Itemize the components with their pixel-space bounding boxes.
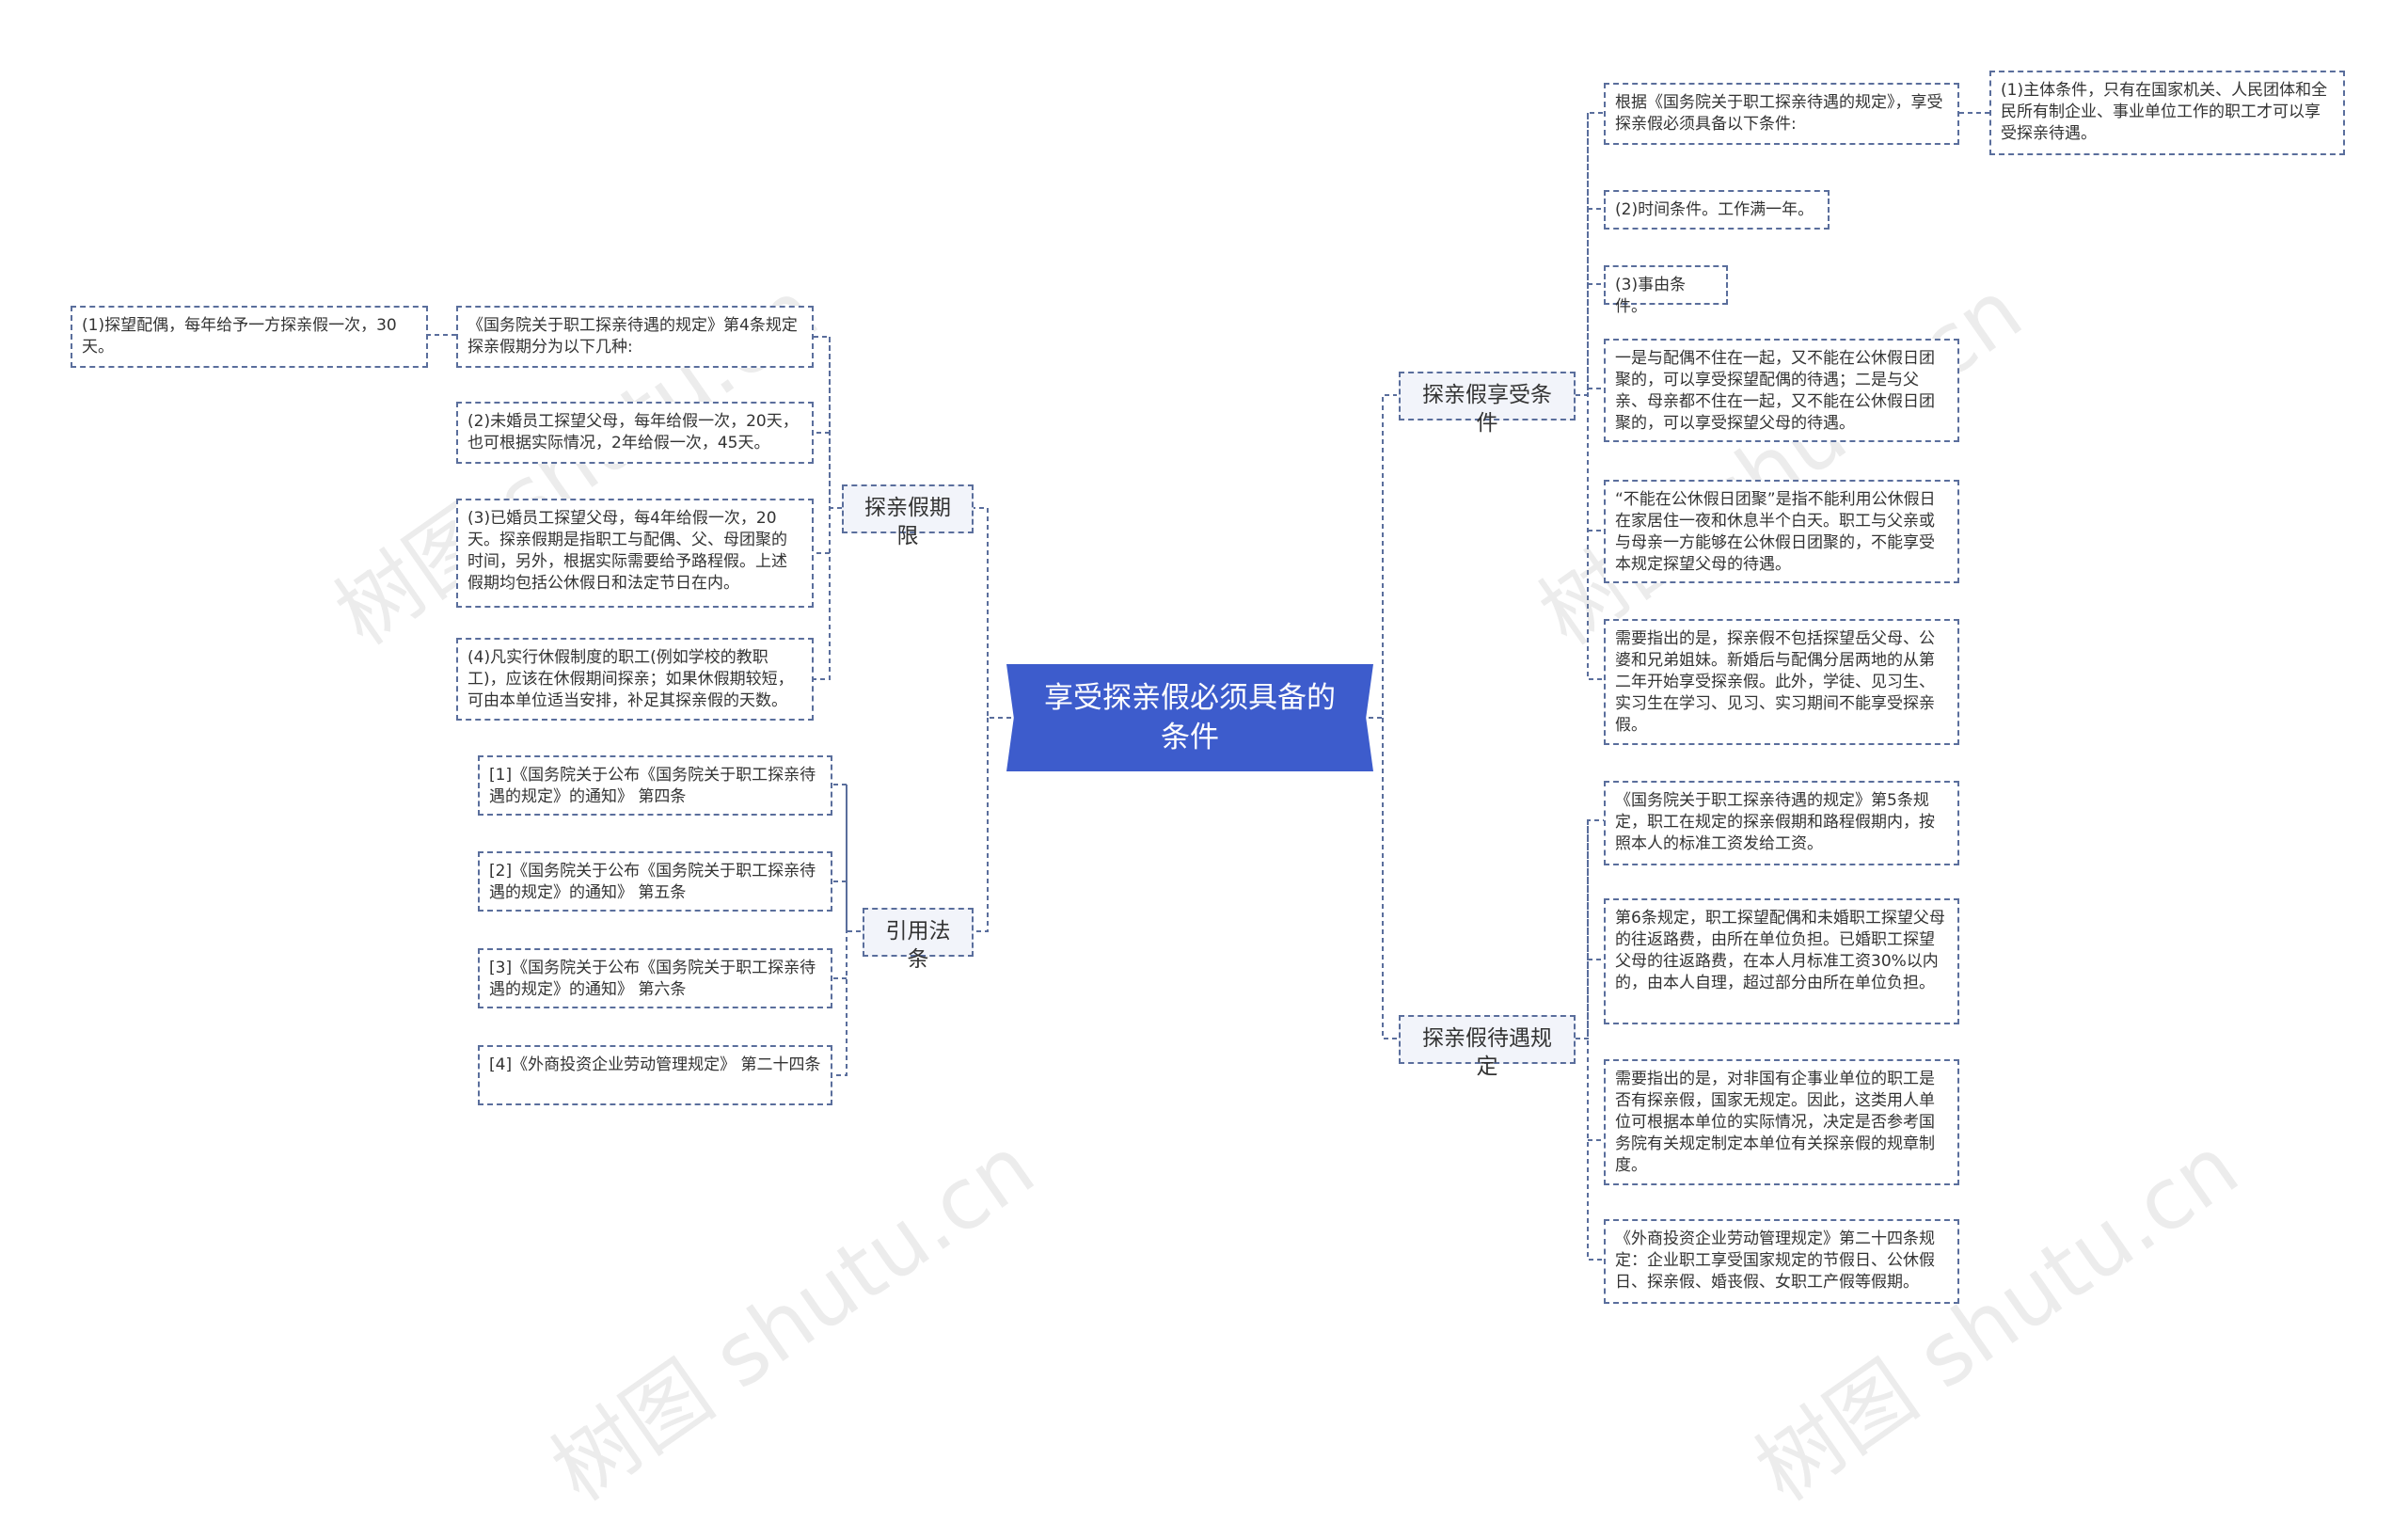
conditions-intro[interactable]: 根据《国务院关于职工探亲待遇的规定》，享受探亲假必须具备以下条件:	[1604, 83, 1959, 145]
conditions-reason[interactable]: (3)事由条件。	[1604, 265, 1728, 316]
branch-laws[interactable]: 引用法条	[863, 908, 974, 972]
period-married[interactable]: (3)已婚员工探望父母，每4年给假一次，20天。探亲假期是指职工与配偶、父、母团…	[456, 499, 814, 608]
mind-map-canvas: 树图 shutu.cn 树图 shutu.cn 树图 shutu.cn 树图 s…	[71, 71, 2345, 1520]
law-reference-3[interactable]: [3]《国务院关于公布《国务院关于职工探亲待遇的规定》的通知》 第六条	[478, 948, 832, 1008]
branch-treatment[interactable]: 探亲假待遇规定	[1399, 1015, 1576, 1079]
period-vacation[interactable]: (4)凡实行休假制度的职工(例如学校的教职工)，应该在休假期间探亲；如果休假期较…	[456, 638, 814, 721]
treatment-article-5[interactable]: 《国务院关于职工探亲待遇的规定》第5条规定，职工在规定的探亲假期和路程假期内，按…	[1604, 781, 1959, 865]
law-reference-4[interactable]: [4]《外商投资企业劳动管理规定》 第二十四条	[478, 1045, 832, 1105]
period-intro[interactable]: 《国务院关于职工探亲待遇的规定》第4条规定探亲假期分为以下几种:	[456, 306, 814, 368]
law-reference-2[interactable]: [2]《国务院关于公布《国务院关于职工探亲待遇的规定》的通知》 第五条	[478, 851, 832, 912]
treatment-non-state[interactable]: 需要指出的是，对非国有企事业单位的职工是否有探亲假，国家无规定。因此，这类用人单…	[1604, 1059, 1959, 1185]
root-title: 享受探亲假必须具备的条件	[1044, 681, 1336, 754]
root-topic[interactable]: 享受探亲假必须具备的条件	[1006, 664, 1373, 771]
treatment-foreign[interactable]: 《外商投资企业劳动管理规定》第二十四条规定：企业职工享受国家规定的节假日、公休假…	[1604, 1219, 1959, 1304]
conditions-note[interactable]: 需要指出的是，探亲假不包括探望岳父母、公婆和兄弟姐妹。新婚后与配偶分居两地的从第…	[1604, 619, 1959, 745]
law-reference-1[interactable]: [1]《国务院关于公布《国务院关于职工探亲待遇的规定》的通知》 第四条	[478, 755, 832, 816]
conditions-reason-detail[interactable]: 一是与配偶不住在一起，又不能在公休假日团聚的，可以享受探望配偶的待遇；二是与父亲…	[1604, 339, 1959, 442]
conditions-time[interactable]: (2)时间条件。工作满一年。	[1604, 190, 1830, 230]
branch-period[interactable]: 探亲假期限	[842, 484, 974, 548]
period-unmarried[interactable]: (2)未婚员工探望父母，每年给假一次，20天，也可根据实际情况，2年给假一次，4…	[456, 402, 814, 464]
conditions-subject[interactable]: (1)主体条件，只有在国家机关、人民团体和全民所有制企业、事业单位工作的职工才可…	[1989, 71, 2345, 155]
period-spouse[interactable]: (1)探望配偶，每年给予一方探亲假一次，30天。	[71, 306, 428, 368]
conditions-cannot-reunite[interactable]: “不能在公休假日团聚”是指不能利用公休假日在家居住一夜和休息半个白天。职工与父亲…	[1604, 480, 1959, 583]
branch-conditions[interactable]: 探亲假享受条件	[1399, 372, 1576, 436]
treatment-article-6[interactable]: 第6条规定，职工探望配偶和未婚职工探望父母的往返路费，由所在单位负担。已婚职工探…	[1604, 898, 1959, 1024]
connector-lines	[428, 112, 1989, 1261]
